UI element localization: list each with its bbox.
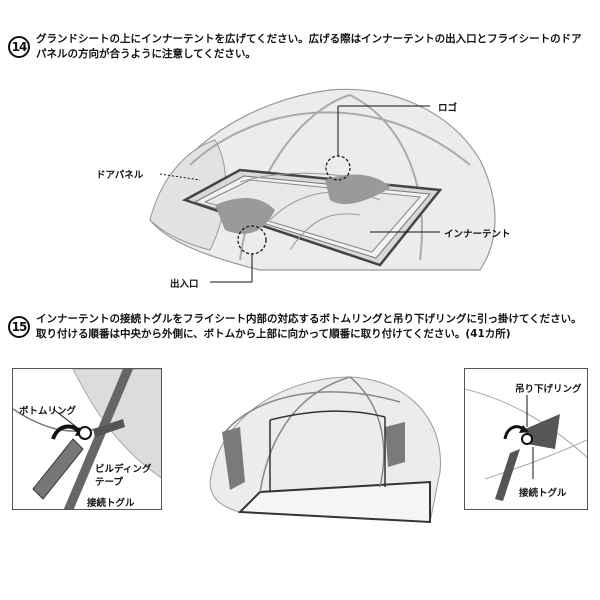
label-bottom-ring: ボトムリング <box>19 406 77 417</box>
step-14-line-1: グランドシートの上にインナーテントを広げてください。広げる際はインナーテントの出… <box>36 33 582 45</box>
step-14-line-2: パネルの方向が合うように注意してください。 <box>36 48 256 60</box>
step-14-instruction: グランドシートの上にインナーテントを広げてください。広げる際はインナーテントの出… <box>36 32 596 62</box>
label-inner-tent: インナーテント <box>444 229 511 240</box>
label-door-panel: ドアパネル <box>96 170 144 181</box>
bottom-ring-illustration <box>13 369 161 509</box>
step-14-number: 14 <box>8 36 30 58</box>
detail-frame-bottom-ring: ボトムリング ビルディング テープ 接続トグル <box>12 368 162 510</box>
step-15-tent-illustration <box>209 376 441 524</box>
label-logo: ロゴ <box>438 103 458 114</box>
label-toggle-left: 接続トグル <box>87 498 135 509</box>
label-entrance: 出入口 <box>170 279 199 290</box>
detail-frame-hanging-ring: 吊り下げリング 接続トグル <box>464 368 588 510</box>
label-toggle-right: 接続トグル <box>519 488 567 499</box>
step-14-tent-illustration <box>149 88 496 283</box>
step-15-line-2: 取り付ける順番は中央から外側に、ボトムから上部に向かって順番に取り付けてください… <box>36 328 511 340</box>
label-building-tape-1: ビルディング <box>95 464 152 475</box>
step-15-line-1: インナーテントの接続トグルをフライシート内部の対応するボトムリングと吊り下げリン… <box>36 313 582 325</box>
step-15-instruction: インナーテントの接続トグルをフライシート内部の対応するボトムリングと吊り下げリン… <box>36 312 596 342</box>
hanging-ring-illustration <box>465 388 587 501</box>
step-15-number: 15 <box>8 316 30 338</box>
label-hanging-ring: 吊り下げリング <box>515 384 582 395</box>
label-building-tape-2: テープ <box>95 477 123 488</box>
